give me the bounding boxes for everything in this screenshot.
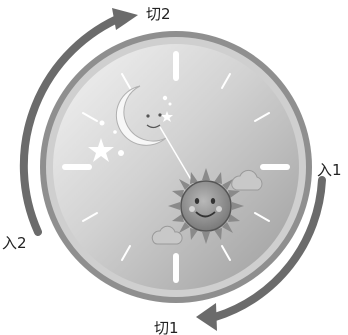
arrow-head-bottom <box>196 303 217 331</box>
timer-dial <box>40 31 312 303</box>
arrow-head-top <box>112 8 138 30</box>
label-off-1: 切1 <box>154 319 179 335</box>
label-on-1: 入1 <box>317 161 342 179</box>
label-off-2: 切2 <box>146 5 171 23</box>
label-on-2: 入2 <box>2 234 27 252</box>
